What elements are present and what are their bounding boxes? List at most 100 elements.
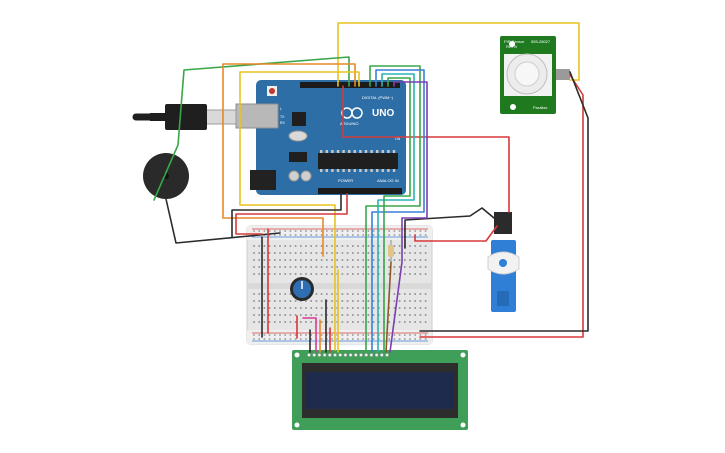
reset-button-cap: [269, 88, 275, 94]
breadboard-hole: [294, 234, 297, 236]
lcd-hole-br: [460, 422, 466, 428]
breadboard-hole: [352, 259, 354, 261]
resistor-body: [388, 245, 394, 257]
lcd-hole-tr: [460, 352, 466, 358]
breadboard[interactable]: [246, 225, 433, 345]
breadboard-hole: [398, 252, 401, 254]
breadboard-hole: [398, 293, 401, 295]
breadboard-hole: [320, 230, 323, 232]
breadboard-hole: [315, 234, 318, 236]
wire-black-pir: [419, 71, 589, 332]
breadboard-hole: [268, 259, 271, 261]
breadboard-hole: [289, 307, 292, 309]
breadboard-hole: [336, 245, 338, 247]
chip-pin: [320, 150, 323, 153]
servo-motor[interactable]: [487, 212, 520, 312]
breadboard-hole: [388, 321, 390, 323]
breadboard-hole: [372, 307, 375, 309]
breadboard-hole: [300, 273, 302, 275]
breadboard-hole: [357, 307, 359, 309]
breadboard-hole: [346, 307, 349, 309]
wire-yellow-pir: [337, 22, 580, 87]
lcd-display[interactable]: [292, 350, 468, 430]
lcd-pin: [322, 353, 327, 357]
breadboard-hole: [294, 252, 297, 254]
breadboard-hole: [398, 314, 401, 316]
breadboard-hole: [409, 252, 411, 254]
breadboard-hole: [372, 321, 375, 323]
chip-pin: [320, 169, 323, 172]
breadboard-hole: [258, 293, 260, 295]
breadboard-hole: [274, 334, 276, 336]
breadboard-hole: [388, 259, 390, 261]
breadboard-hole: [424, 338, 427, 340]
breadboard-hole: [367, 293, 370, 295]
breadboard-hole: [341, 230, 344, 232]
breadboard-hole: [274, 234, 276, 236]
breadboard-hole: [258, 273, 260, 275]
chip-pin: [331, 150, 334, 153]
breadboard-hole: [310, 234, 312, 236]
breadboard-hole: [404, 334, 406, 336]
breadboard-hole: [310, 259, 312, 261]
breadboard-hole: [268, 321, 271, 323]
breadboard-hole: [393, 252, 396, 254]
breadboard-hole: [352, 334, 354, 336]
breadboard-hole: [341, 338, 344, 340]
breadboard-hole: [362, 334, 364, 336]
breadboard-hole: [419, 321, 422, 323]
analog-power-header: [318, 188, 402, 194]
breadboard-hole: [367, 230, 370, 232]
breadboard-hole: [409, 338, 411, 340]
lcd-screen: [306, 372, 454, 409]
lcd-pin: [312, 353, 317, 357]
breadboard-hole: [367, 307, 370, 309]
lcd-pin: [359, 353, 363, 357]
breadboard-hole: [357, 266, 359, 268]
breadboard-hole: [279, 259, 281, 261]
chip-pin: [364, 169, 368, 172]
pir-sensor[interactable]: PIR Sensor Rev B 555-28027 Parallax: [500, 36, 570, 114]
breadboard-hole: [274, 293, 276, 295]
power-jack: [250, 170, 276, 190]
breadboard-hole: [346, 273, 349, 275]
breadboard-hole: [258, 314, 260, 316]
arduino-uno[interactable]: UNO ARDUINO DIGITAL (PWM~) ANALOG IN POW…: [235, 80, 406, 195]
breadboard-hole: [300, 321, 302, 323]
breadboard-hole: [284, 266, 286, 268]
breadboard-hole: [294, 230, 297, 232]
breadboard-hole: [331, 307, 333, 309]
breadboard-hole: [357, 245, 359, 247]
breadboard-hole: [320, 300, 323, 302]
breadboard-hole: [268, 252, 271, 254]
breadboard-hole: [300, 338, 302, 340]
breadboard-hole: [352, 293, 354, 295]
digital-pins-label: DIGITAL (PWM~): [362, 95, 394, 100]
breadboard-hole: [315, 230, 318, 232]
breadboard-hole: [300, 259, 302, 261]
breadboard-hole: [253, 334, 255, 336]
breadboard-hole: [357, 300, 359, 302]
breadboard-hole: [414, 300, 416, 302]
breadboard-hole: [258, 259, 260, 261]
breadboard-hole: [289, 245, 292, 247]
breadboard-hole: [352, 338, 354, 340]
breadboard-hole: [393, 300, 396, 302]
breadboard-hole: [331, 234, 333, 236]
piezo-buzzer[interactable]: [143, 153, 189, 199]
breadboard-hole: [258, 230, 260, 232]
breadboard-hole: [346, 234, 349, 236]
chip-pin: [348, 169, 351, 172]
lcd-pin: [348, 353, 353, 357]
wire-red-servo: [342, 85, 510, 213]
wire-black-gnd: [165, 193, 342, 244]
breadboard-hole: [305, 245, 307, 247]
breadboard-hole: [404, 266, 406, 268]
breadboard-hole: [258, 334, 260, 336]
breadboard-hole: [263, 252, 266, 254]
breadboard-hole: [362, 245, 364, 247]
servo-label-area: [497, 291, 509, 306]
potentiometer[interactable]: [290, 277, 314, 301]
breadboard-hole: [398, 259, 401, 261]
